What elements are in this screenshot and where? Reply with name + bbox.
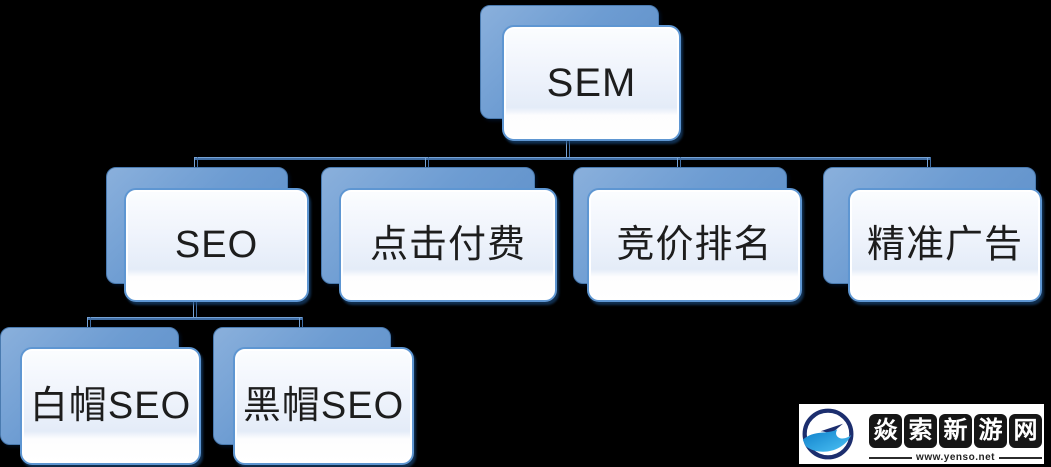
watermark-dash-right <box>998 457 1043 459</box>
node-targeted-ads-label: 精准广告 <box>866 224 1023 266</box>
connector-stub-bid <box>677 157 681 171</box>
watermark: 焱 索 新 游 网 www.yenso.net <box>799 404 1044 464</box>
node-white-hat-seo: 白帽SEO <box>20 347 201 465</box>
connector-stub-ppc <box>425 157 429 171</box>
connector-sem-vertical <box>566 137 570 159</box>
node-pay-per-click-label: 点击付费 <box>369 224 526 266</box>
node-seo-label: SEO <box>174 224 259 266</box>
connector-row2-horizontal <box>194 157 931 160</box>
connector-stub-seo <box>194 157 198 171</box>
connector-seo-vertical <box>193 297 197 319</box>
node-white-hat-seo-label: 白帽SEO <box>29 385 192 427</box>
watermark-url-row: www.yenso.net <box>869 452 1043 464</box>
node-black-hat-seo: 黑帽SEO <box>233 347 414 465</box>
connector-stub-black-hat <box>299 317 303 331</box>
watermark-dash-left <box>869 457 913 459</box>
node-black-hat-seo-label: 黑帽SEO <box>242 385 405 427</box>
connector-stub-ads <box>927 157 931 171</box>
connector-stub-white-hat <box>87 317 91 331</box>
node-pay-per-click: 点击付费 <box>339 188 557 302</box>
connector-row3-horizontal <box>87 317 303 320</box>
watermark-site-name: 焱 索 新 游 网 <box>869 414 1042 448</box>
watermark-stamp-char: 新 <box>939 414 972 448</box>
node-targeted-ads: 精准广告 <box>848 188 1042 302</box>
node-bid-ranking: 竞价排名 <box>587 188 802 302</box>
wave-logo-icon <box>802 408 854 460</box>
watermark-stamp-char: 焱 <box>869 414 902 448</box>
watermark-url: www.yenso.net <box>916 452 995 463</box>
node-sem: SEM <box>502 25 681 141</box>
node-sem-label: SEM <box>546 61 637 105</box>
watermark-stamp-char: 游 <box>974 414 1007 448</box>
watermark-stamp-char: 索 <box>904 414 937 448</box>
node-seo: SEO <box>124 188 309 302</box>
watermark-stamp-char: 网 <box>1009 414 1042 448</box>
node-bid-ranking-label: 竞价排名 <box>616 224 773 266</box>
